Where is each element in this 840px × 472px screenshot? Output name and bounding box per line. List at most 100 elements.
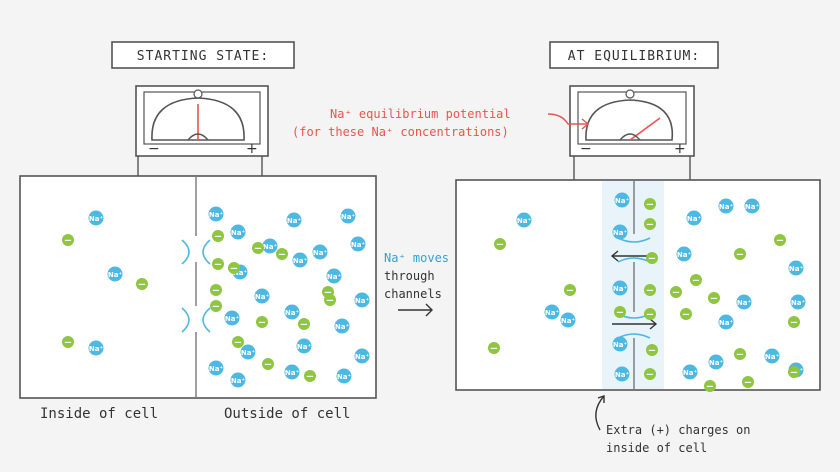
anion-circle: [210, 300, 222, 312]
sodium-ion-label: Na⁺: [719, 319, 734, 327]
anion-label: −: [646, 220, 654, 231]
anion-label: −: [648, 346, 656, 357]
anion-circle: [252, 242, 264, 254]
anion-label: −: [648, 254, 656, 265]
sodium-ion-label: Na⁺: [709, 359, 724, 367]
anion-circle: [614, 306, 626, 318]
sodium-ion-label: Na⁺: [313, 249, 328, 257]
anion-label: −: [138, 280, 146, 291]
sodium-ion-circle: [516, 212, 532, 228]
outside-of-cell-label: Outside of cell: [224, 406, 350, 422]
anion-label: −: [736, 250, 744, 261]
sodium-ion: Na⁺: [254, 288, 270, 304]
sodium-ion: Na⁺: [544, 304, 560, 320]
starting-meter-top-knob: [193, 89, 203, 99]
anion: −: [614, 306, 626, 319]
anion-label: −: [790, 368, 798, 379]
anion-circle: [644, 218, 656, 230]
sodium-ion: Na⁺: [736, 294, 752, 310]
anion-circle: [304, 370, 316, 382]
anion-circle: [212, 230, 224, 242]
anion: −: [210, 284, 222, 297]
sodium-ion-label: Na⁺: [285, 369, 300, 377]
equilibrium-meter-dial: [585, 99, 674, 141]
sodium-ion-circle: [326, 268, 342, 284]
anion: −: [212, 258, 224, 271]
sodium-ion-label: Na⁺: [789, 265, 804, 273]
sodium-ion-label: Na⁺: [745, 203, 760, 211]
sodium-ion-label: Na⁺: [297, 343, 312, 351]
anion: −: [742, 376, 754, 389]
anion-circle: [262, 358, 274, 370]
anion-circle: [494, 238, 506, 250]
sodium-ion-circle: [88, 210, 104, 226]
potential-annotation-line1: Na⁺ equilibrium potential: [330, 107, 511, 121]
sodium-ion-label: Na⁺: [677, 251, 692, 259]
extra-charges-line2: inside of cell: [606, 441, 707, 455]
sodium-ion-circle: [284, 364, 300, 380]
sodium-ion-circle: [312, 244, 328, 260]
potential-annotation-line2: (for these Na⁺ concentrations): [292, 125, 509, 139]
anion-label: −: [300, 320, 308, 331]
anion: −: [262, 358, 274, 371]
anion-label: −: [230, 264, 238, 275]
anion-label: −: [258, 318, 266, 329]
anion-label: −: [234, 338, 242, 349]
anion-circle: [644, 308, 656, 320]
anion-circle: [276, 248, 288, 260]
sodium-ion: Na⁺: [614, 366, 630, 382]
anion-circle: [670, 286, 682, 298]
anion: −: [734, 248, 746, 261]
equilibrium-shaded-band: [602, 181, 664, 389]
starting-channel-upper: [181, 239, 211, 265]
starting-container: [19, 175, 377, 399]
sodium-ion-circle: [736, 294, 752, 310]
sodium-ion: Na⁺: [340, 208, 356, 224]
anion-label: −: [490, 344, 498, 355]
anion-circle: [788, 316, 800, 328]
sodium-ion-label: Na⁺: [209, 365, 224, 373]
anion: −: [276, 248, 288, 261]
sodium-ion: Na⁺: [88, 210, 104, 226]
anion-label: −: [710, 294, 718, 305]
sodium-ion-label: Na⁺: [517, 217, 532, 225]
sodium-ion: Na⁺: [326, 268, 342, 284]
middle-arrow-icon: [398, 303, 433, 317]
anion-label: −: [64, 338, 72, 349]
anion-label: −: [646, 286, 654, 297]
sodium-ion: Na⁺: [107, 266, 123, 282]
equilibrium-title-box: [549, 41, 719, 69]
extra-charges-arrow-icon: [595, 395, 605, 431]
anion: −: [62, 336, 74, 349]
sodium-ion: Na⁺: [614, 192, 630, 208]
through-label: through: [384, 269, 435, 283]
anion-circle: [788, 366, 800, 378]
anion: −: [488, 342, 500, 355]
sodium-ion-label: Na⁺: [233, 269, 248, 277]
anion: −: [734, 348, 746, 361]
anion-circle: [228, 262, 240, 274]
sodium-ion-label: Na⁺: [241, 349, 256, 357]
anion-circle: [298, 318, 310, 330]
sodium-ion-label: Na⁺: [335, 323, 350, 331]
sodium-ion: Na⁺: [612, 336, 628, 352]
sodium-ion-label: Na⁺: [737, 299, 752, 307]
anion: −: [564, 284, 576, 297]
sodium-ion-circle: [230, 372, 246, 388]
sodium-ion: Na⁺: [240, 344, 256, 360]
sodium-ion-label: Na⁺: [255, 293, 270, 301]
sodium-ion-circle: [336, 368, 352, 384]
sodium-ion-circle: [612, 224, 628, 240]
sodium-ion-label: Na⁺: [337, 373, 352, 381]
sodium-ion-circle: [354, 292, 370, 308]
anion-label: −: [646, 370, 654, 381]
sodium-ion-circle: [240, 344, 256, 360]
anion: −: [788, 316, 800, 329]
sodium-ion: Na⁺: [230, 372, 246, 388]
sodium-ion-circle: [560, 312, 576, 328]
anion-circle: [232, 336, 244, 348]
anion-circle: [488, 342, 500, 354]
anion-circle: [644, 198, 656, 210]
sodium-ion-label: Na⁺: [615, 371, 630, 379]
